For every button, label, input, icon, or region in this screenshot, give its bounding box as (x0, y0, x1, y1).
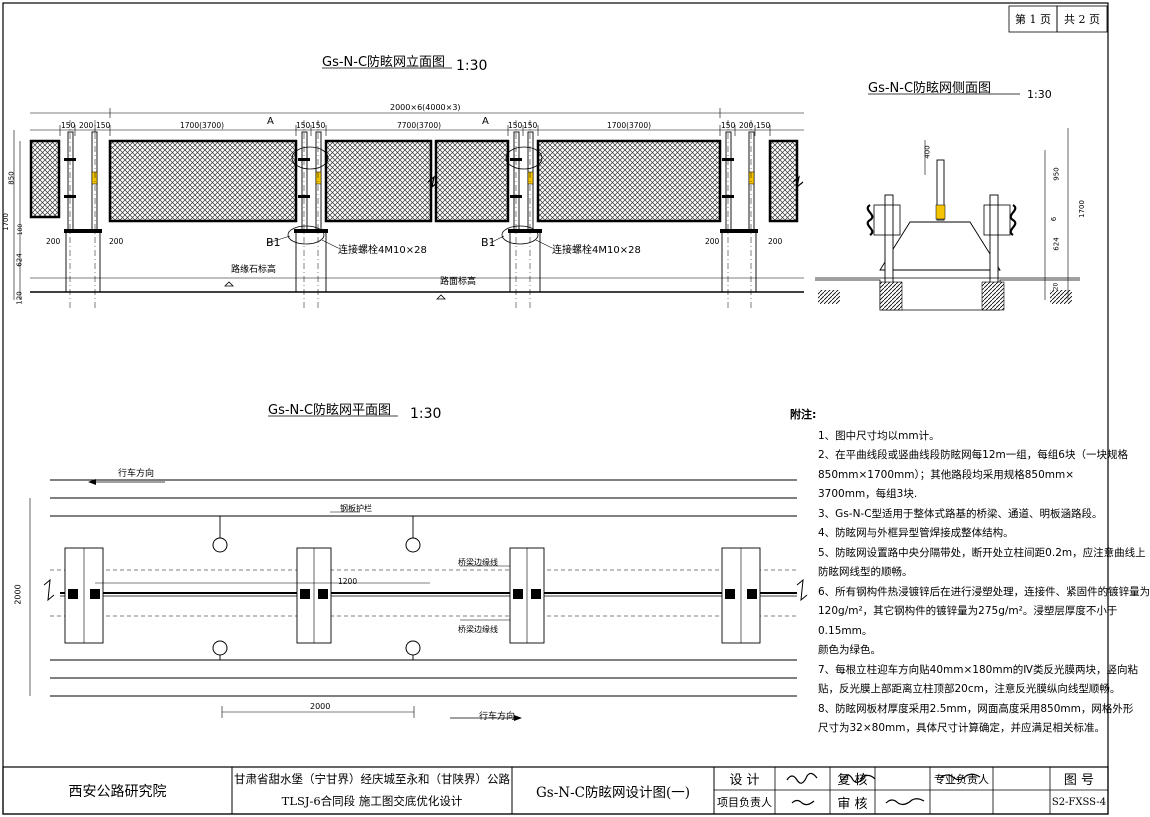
vert-dim: 850 (7, 171, 16, 185)
vert-dim: 624 (15, 253, 24, 267)
seg-dim: 150 (96, 121, 111, 130)
dim-2000: 2000 (310, 702, 331, 711)
side-dim: 400 (923, 145, 932, 159)
dim-left-2000: 2000 (13, 584, 23, 605)
approve-label: 审 核 (837, 796, 868, 812)
bridge-line-label: 桥梁边缘线 (458, 558, 498, 567)
bridge-line-label: 桥梁边缘线 (458, 625, 498, 634)
drawing-no-label: 图 号 (1063, 773, 1095, 788)
mark-a: A (482, 116, 489, 127)
company-name: 西安公路研究院 (68, 783, 167, 800)
note-line: 7、每根立柱迎车方向贴40mm×180mm的Ⅳ类反光膜两块，竖向粘 (818, 663, 1138, 676)
note-line: 120g/m²，其它钢构件的镀锌量为275g/m²。浸塑层厚度不小于 (818, 605, 1118, 617)
drawing-title: Gs-N-C防眩网设计图(一) (535, 784, 690, 801)
note-line: 4、防眩网与外框异型管焊接成整体结构。 (818, 527, 1014, 539)
signatures (786, 772, 981, 806)
plan-title: Gs-N-C防眩网平面图 (268, 403, 392, 418)
page-total: 共 2 页 (1064, 13, 1100, 26)
bolt-label: 连接螺栓4M10×28 (338, 245, 427, 256)
overall-dim: 2000×6(4000×3) (390, 103, 461, 112)
note-line: 8、防眩网板材厚度采用2.5mm，网面高度采用850mm，网格外形 (818, 702, 1134, 715)
note-line: 6、所有钢构件热浸镀锌后在进行浸塑处理，连接件、紧固件的镀锌量为 (818, 585, 1150, 598)
project-lead-label: 项目负责人 (717, 796, 772, 809)
side-dim: 1700 (1077, 200, 1086, 218)
dim-1200: 1200 (338, 577, 358, 586)
note-line: 5、防眩网设置路中央分隔带处，断开处立柱间距0.2m，应注意曲线上 (818, 546, 1146, 559)
side-dim: 20 (1052, 282, 1060, 291)
dim-200: 200 (109, 237, 124, 246)
seg-dim: 1700(3700) (180, 121, 225, 130)
seg-dim: 200 (739, 121, 754, 130)
review-label: 复 核 (837, 773, 868, 788)
bolt-label: 连接螺栓4M10×28 (552, 245, 641, 256)
vert-dim: 1700 (1, 213, 10, 231)
project-section: TLSJ-6合同段 施工图交底优化设计 (281, 794, 463, 808)
road-label: 路面标高 (440, 277, 477, 287)
seg-dim: 150 (311, 121, 326, 130)
notes-panel: 附注: 1、图中尺寸均以mm计。 2、在平曲线段或竖曲线段防眩网每12m一组，每… (790, 405, 1150, 739)
side-dim: 6 (1050, 216, 1059, 222)
curb-label: 路缘石标高 (231, 265, 277, 275)
plan-scale: 1:30 (410, 406, 442, 422)
elevation-scale: 1:30 (456, 58, 488, 74)
project-name: 甘肃省甜水堡（宁甘界）经庆城至永和（甘陕界）公路 (234, 772, 510, 786)
vert-dim: 100 (17, 223, 25, 236)
mark-b1: B1 (481, 236, 496, 249)
elevation-view (13, 67, 804, 310)
title-block (2, 766, 1109, 815)
design-label: 设 计 (729, 773, 760, 788)
seg-dim: 150 (721, 121, 736, 130)
note-line: 3、Gs-N-C型适用于整体式路基的桥梁、通道、明板涵路段。 (818, 507, 1103, 520)
guardrail-label: 钢板护栏 (340, 504, 372, 513)
seg-dim: 150 (296, 121, 311, 130)
vert-dim: 120 (15, 291, 24, 305)
mark-b1: B1 (266, 236, 281, 249)
seg-dim: 7700(3700) (397, 121, 442, 130)
seg-dim: 150 (523, 121, 538, 130)
page-number: 第 1 页 (1015, 13, 1051, 26)
drawing-sheet (2, 2, 1109, 815)
note-line: 1、图中尺寸均以mm计。 (818, 429, 940, 442)
dim-200: 200 (768, 237, 783, 246)
note-line: 尺寸为32×80mm，具体尺寸计算确定，并应满足相关标准。 (818, 722, 1105, 734)
note-line: 颜色为绿色。 (818, 644, 881, 656)
note-line: 防眩网线型的顺畅。 (818, 566, 913, 578)
note-line: 2、在平曲线段或竖曲线段防眩网每12m一组，每组6块（一块规格 (818, 449, 1128, 461)
seg-dim: 150 (508, 121, 523, 130)
direction-label: 行车方向 (479, 712, 516, 722)
dim-200: 200 (705, 237, 720, 246)
seg-dim: 1700(3700) (607, 121, 652, 130)
side-view (815, 93, 1080, 311)
side-title: Gs-N-C防眩网侧面图 (868, 81, 992, 96)
note-line: 3700mm，每组3块. (818, 488, 918, 500)
plan-view (29, 415, 808, 721)
seg-dim: 150 (756, 121, 771, 130)
notes-heading: 附注: (790, 408, 817, 421)
side-dim: 624 (1052, 237, 1061, 251)
note-line: 贴，反光膜上部距离立柱顶部20cm，注意反光膜纵向线型顺畅。 (818, 683, 1121, 695)
dim-200: 200 (46, 237, 61, 246)
side-scale: 1:30 (1027, 88, 1052, 101)
direction-label: 行车方向 (118, 469, 155, 479)
specialist-label: 专业负责人 (934, 772, 989, 786)
side-dim: 950 (1052, 167, 1061, 181)
drawing-number: S2-FXSS-4 (1051, 796, 1107, 808)
seg-dim: 200 (79, 121, 94, 130)
elevation-title: Gs-N-C防眩网立面图 (322, 55, 446, 70)
note-line: 0.15mm。 (818, 624, 873, 637)
mark-a: A (267, 116, 274, 127)
note-line: 850mm×1700mm）；其他路段均采用规格850mm× (818, 468, 1075, 481)
seg-dim: 150 (61, 121, 76, 130)
